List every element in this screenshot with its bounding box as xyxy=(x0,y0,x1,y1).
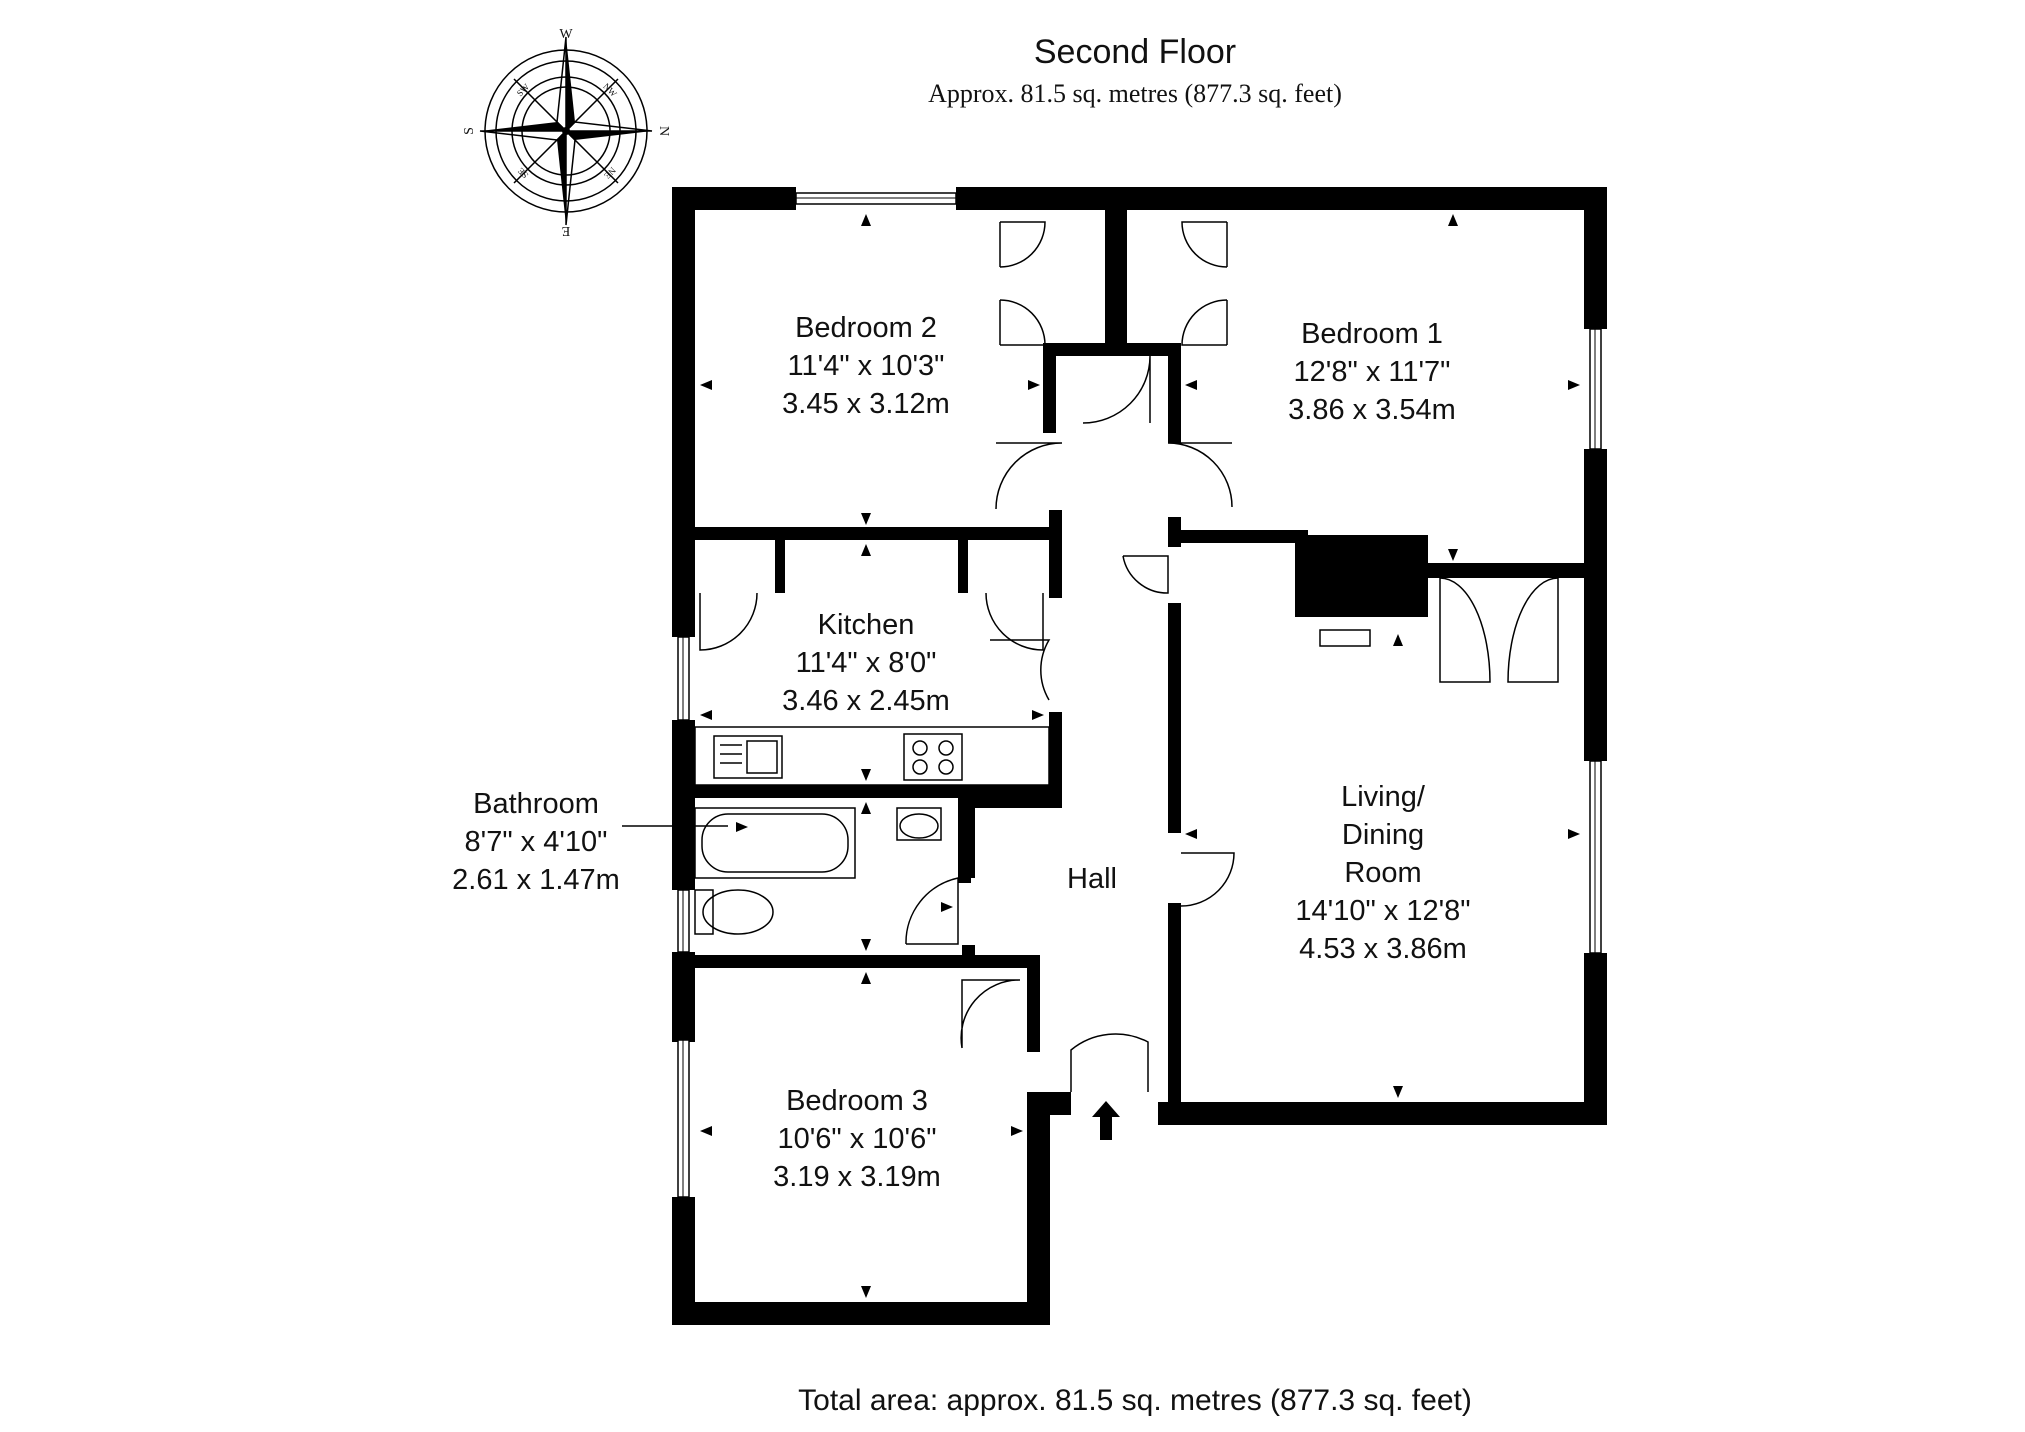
room-label-living: Living/ Dining Room 14'10" x 12'8" 4.53 … xyxy=(1295,781,1470,965)
windows xyxy=(677,192,1602,1198)
room-label-bedroom3: Bedroom 3 10'6" x 10'6" 3.19 x 3.19m xyxy=(773,1085,941,1193)
bathtub-icon xyxy=(694,807,856,879)
fixtures xyxy=(694,629,1371,935)
room-dimensions-metric: 3.45 x 3.12m xyxy=(782,388,950,420)
room-name-line1: Living/ xyxy=(1341,781,1426,813)
room-name-line3: Room xyxy=(1344,857,1421,889)
compass-label-w: W xyxy=(559,27,573,42)
room-dimensions-metric: 2.61 x 1.47m xyxy=(452,864,620,896)
toilet-icon xyxy=(694,889,714,935)
kitchen-sink-icon xyxy=(713,735,783,779)
room-label-bedroom1: Bedroom 1 12'8" x 11'7" 3.86 x 3.54m xyxy=(1288,318,1456,426)
room-dimensions-imperial: 12'8" x 11'7" xyxy=(1294,356,1451,388)
compass-label-nw: NW xyxy=(601,81,619,99)
room-dimensions-imperial: 14'10" x 12'8" xyxy=(1295,895,1470,927)
room-dimensions-metric: 3.86 x 3.54m xyxy=(1288,394,1456,426)
floor-title: Second Floor xyxy=(1034,33,1236,71)
compass-label-e: E xyxy=(562,223,571,238)
room-name: Bedroom 3 xyxy=(786,1085,928,1117)
room-label-kitchen: Kitchen 11'4" x 8'0" 3.46 x 2.45m xyxy=(782,609,950,717)
room-dimensions-imperial: 11'4" x 8'0" xyxy=(796,647,937,679)
room-dimensions-imperial: 11'4" x 10'3" xyxy=(788,350,945,382)
compass-rose: W E S N NW SW NE SE xyxy=(462,27,671,238)
room-dimensions-imperial: 10'6" x 10'6" xyxy=(777,1123,936,1155)
room-label-hall: Hall xyxy=(1067,863,1117,895)
compass-label-s: S xyxy=(462,127,477,135)
room-label-bedroom2: Bedroom 2 11'4" x 10'3" 3.45 x 3.12m xyxy=(782,312,950,420)
room-dimensions-imperial: 8'7" x 4'10" xyxy=(465,826,608,858)
room-name: Bathroom xyxy=(473,788,599,820)
compass-label-n: N xyxy=(656,126,671,136)
room-name: Bedroom 1 xyxy=(1301,318,1443,350)
room-dimensions-metric: 3.19 x 3.19m xyxy=(773,1161,941,1193)
kitchen-hob-icon xyxy=(903,733,963,781)
room-dimensions-metric: 4.53 x 3.86m xyxy=(1299,933,1467,965)
walls xyxy=(672,187,1607,1325)
room-name-line2: Dining xyxy=(1342,819,1424,851)
total-area-footer: Total area: approx. 81.5 sq. metres (877… xyxy=(798,1384,1472,1417)
room-name: Bedroom 2 xyxy=(795,312,937,344)
floor-area-subtitle: Approx. 81.5 sq. metres (877.3 sq. feet) xyxy=(928,79,1342,108)
compass-label-sw: SW xyxy=(515,81,532,98)
room-name: Kitchen xyxy=(818,609,915,641)
compass-label-ne: NE xyxy=(602,165,618,181)
doors xyxy=(699,221,1559,1092)
compass-label-se: SE xyxy=(515,165,530,180)
room-dimensions-metric: 3.46 x 2.45m xyxy=(782,685,950,717)
basin-icon xyxy=(896,807,942,841)
dimension-markers xyxy=(622,214,1580,1298)
room-label-bathroom: Bathroom 8'7" x 4'10" 2.61 x 1.47m xyxy=(452,788,620,896)
kitchen-worktop xyxy=(694,726,1050,786)
entrance-arrow-icon xyxy=(1092,1101,1120,1140)
fireplace xyxy=(1319,629,1371,647)
